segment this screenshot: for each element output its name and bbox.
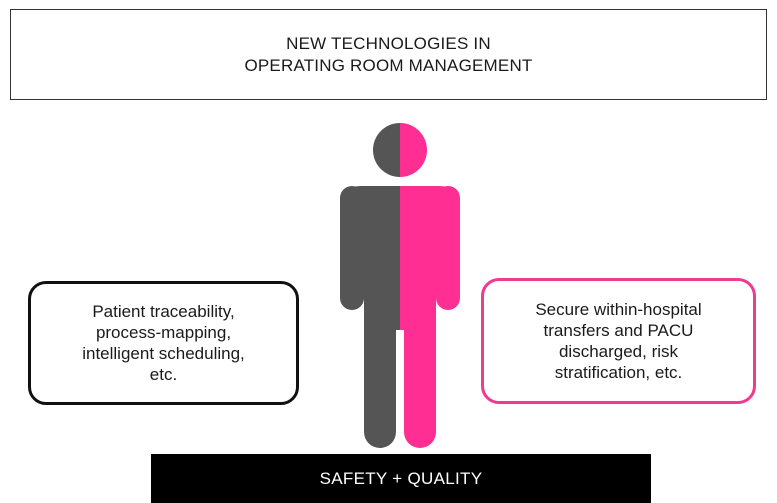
left-line-4: etc.: [149, 365, 178, 384]
title-line-2: OPERATING ROOM MANAGEMENT: [244, 55, 533, 75]
left-line-1: Patient traceability,: [92, 302, 235, 321]
right-line-4: stratification, etc.: [554, 363, 683, 382]
left-line-3: intelligent scheduling,: [82, 344, 245, 363]
title-box: NEW TECHNOLOGIES IN OPERATING ROOM MANAG…: [10, 9, 767, 100]
right-info-text: Secure within-hospital transfers and PAC…: [535, 299, 701, 383]
right-line-3: discharged, risk: [558, 342, 679, 361]
left-info-text: Patient traceability, process-mapping, i…: [82, 301, 245, 385]
left-info-box: Patient traceability, process-mapping, i…: [28, 281, 299, 405]
footer-bar: SAFETY + QUALITY: [151, 454, 651, 503]
right-info-box: Secure within-hospital transfers and PAC…: [481, 278, 756, 404]
right-line-1: Secure within-hospital: [535, 300, 702, 319]
left-line-2: process-mapping,: [95, 323, 232, 342]
right-line-2: transfers and PACU: [543, 321, 694, 340]
footer-label: SAFETY + QUALITY: [319, 468, 483, 488]
title-line-1: NEW TECHNOLOGIES IN: [286, 33, 491, 53]
